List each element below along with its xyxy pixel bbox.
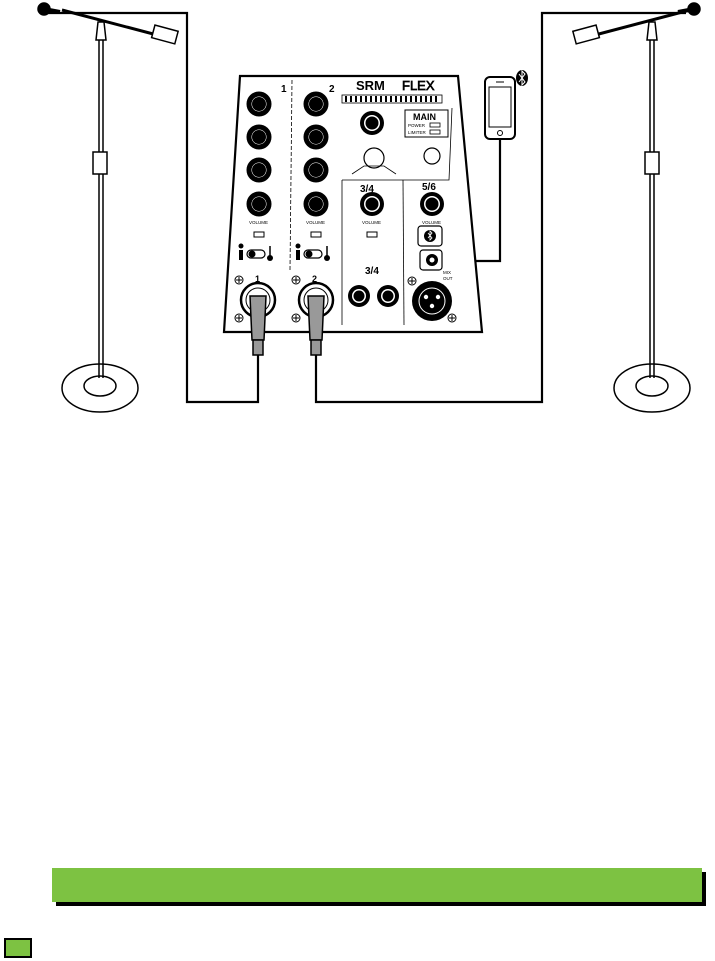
microphone-icon [150, 24, 180, 45]
xlr-1-label: 1 [255, 274, 260, 284]
channel-2-knobs [303, 91, 329, 217]
panel-screws [234, 275, 457, 323]
eq-knob [363, 147, 385, 169]
main-limiter-label: LIMITER [408, 130, 427, 135]
channel-2-mic-line-switch [295, 243, 330, 261]
brand-flex: FLEX [402, 78, 435, 93]
channel-2-label: 2 [329, 84, 335, 95]
cable-mic-right [314, 11, 686, 404]
mixer-panel: SRM FLEX 1 2 3/4 5/6 MAIN POWER LIMITER [222, 74, 484, 334]
small-knob [423, 147, 441, 165]
channel-1-mic-line-switch [238, 243, 273, 261]
channel-56-volume-knob [420, 192, 444, 216]
channel-1-volume-label: VOLUME [249, 220, 268, 225]
xlr-plug-right [307, 295, 325, 356]
smartphone-icon [484, 76, 516, 140]
bluetooth-pair-button [417, 225, 443, 247]
limiter-led [429, 129, 441, 135]
channel-56-label: 5/6 [422, 182, 436, 193]
channel-56-volume-label: VOLUME [422, 220, 441, 225]
mic-stand-left [37, 2, 180, 413]
aux-input-jack [419, 249, 443, 271]
channel-1-led [253, 231, 265, 238]
page-tab [4, 938, 32, 958]
channel-34-volume-label: VOLUME [362, 220, 381, 225]
channel-2-volume-label: VOLUME [306, 220, 325, 225]
power-led [429, 122, 441, 128]
bluetooth-icon [516, 69, 528, 87]
channel-34-label: 3/4 [360, 184, 374, 195]
mix-out-connector [412, 281, 452, 321]
channel-34-jacks [348, 285, 399, 307]
mic-stand-right [571, 2, 701, 413]
channel-1-knobs [246, 91, 272, 217]
channel-1-label: 1 [281, 84, 287, 95]
mix-out-label-2: OUT [443, 276, 453, 281]
mix-out-label: MIX [443, 270, 451, 275]
main-volume-knob [360, 111, 384, 135]
section-banner [52, 868, 702, 902]
channel-34-volume-knob [360, 192, 384, 216]
channel-34-jacks-label: 3/4 [365, 266, 379, 277]
meter-strip [341, 94, 443, 104]
main-label: MAIN [413, 112, 436, 122]
main-power-label: POWER [408, 123, 426, 128]
channel-2-led [310, 231, 322, 238]
xlr-2-label: 2 [312, 274, 317, 284]
microphone-icon [571, 24, 601, 45]
brand-srm: SRM [356, 78, 385, 93]
channel-34-led [366, 231, 378, 238]
xlr-plug-left [249, 295, 267, 356]
setup-diagram: SRM FLEX 1 2 3/4 5/6 MAIN POWER LIMITER [37, 2, 701, 413]
cable-mic-left [40, 11, 260, 404]
